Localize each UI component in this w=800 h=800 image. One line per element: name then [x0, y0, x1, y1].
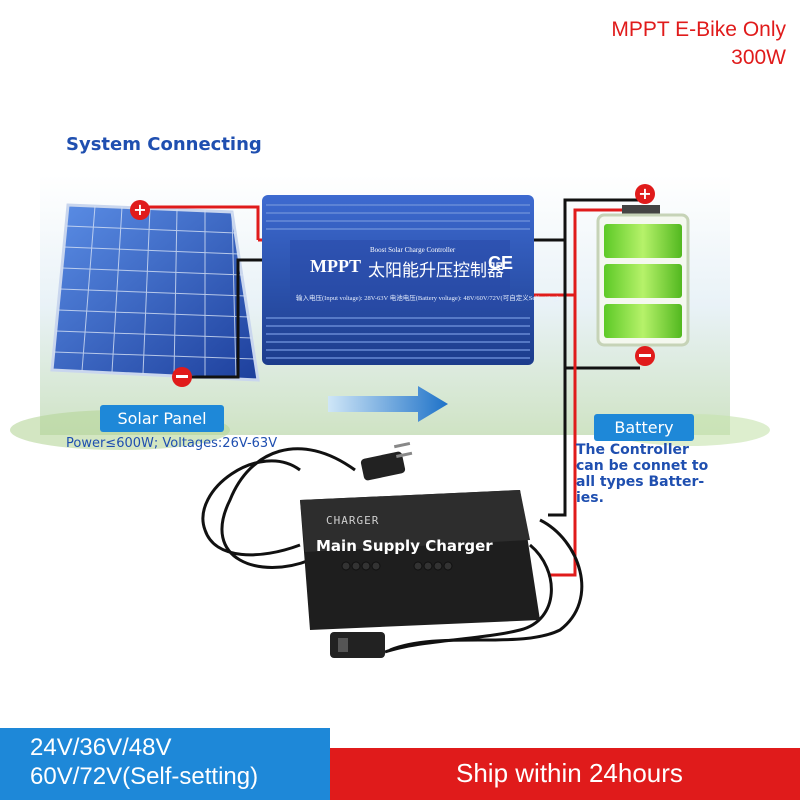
battery-label: Battery: [594, 414, 694, 441]
charger-cable: [201, 447, 584, 654]
controller-name: 太阳能升压控制器: [368, 261, 504, 280]
connector-icon: [330, 632, 385, 658]
product-title-line1: MPPT E-Bike Only: [611, 18, 786, 41]
plug-icon: [360, 441, 413, 481]
positive-terminal-icon: +: [635, 184, 655, 204]
negative-terminal-icon: [172, 367, 192, 387]
wiring: [138, 198, 645, 577]
footer-bar: [300, 748, 800, 800]
svg-text:+: +: [133, 200, 146, 219]
mppt-controller-image: [262, 195, 534, 365]
charger-brand: CHARGER: [326, 514, 380, 527]
battery-note-line: ies.: [576, 490, 604, 506]
battery-note-line: The Controller: [576, 442, 689, 458]
positive-terminal-icon: +: [130, 200, 150, 220]
shipping-text: Ship within 24hours: [456, 758, 683, 788]
controller-specs: 输入电压(Input voltage): 28V-63V 电池电压(Batter…: [296, 295, 559, 302]
diagram-title: System Connecting: [66, 134, 262, 155]
ce-mark: CE: [488, 253, 514, 273]
product-title: MPPT E-Bike Only 300W: [611, 16, 786, 72]
negative-terminal-icon: [635, 346, 655, 366]
controller-brand: MPPT: [310, 256, 361, 276]
voltage-line2: 60V/72V(Self-setting): [30, 763, 259, 790]
solar-panel-spec: Power≤600W; Voltages:26V-63V: [66, 436, 278, 451]
battery-image: [596, 205, 690, 347]
charger-label: Main Supply Charger: [316, 537, 493, 555]
charger-image: [300, 490, 540, 630]
solar-panel-image: [50, 203, 260, 382]
flow-arrow-icon: [328, 386, 448, 422]
product-title-line2: 300W: [731, 46, 786, 69]
battery-note: The Controller can be connet to all type…: [576, 442, 708, 506]
solar-panel-label: Solar Panel: [100, 405, 224, 432]
voltage-line1: 24V/36V/48V: [30, 734, 172, 761]
battery-note-line: all types Batter-: [576, 474, 705, 490]
battery-note-line: can be connet to: [576, 458, 709, 474]
voltage-badge: 24V/36V/48V 60V/72V(Self-setting): [0, 728, 330, 800]
svg-text:+: +: [638, 184, 651, 203]
controller-subtitle: Boost Solar Charge Controller: [370, 246, 456, 254]
